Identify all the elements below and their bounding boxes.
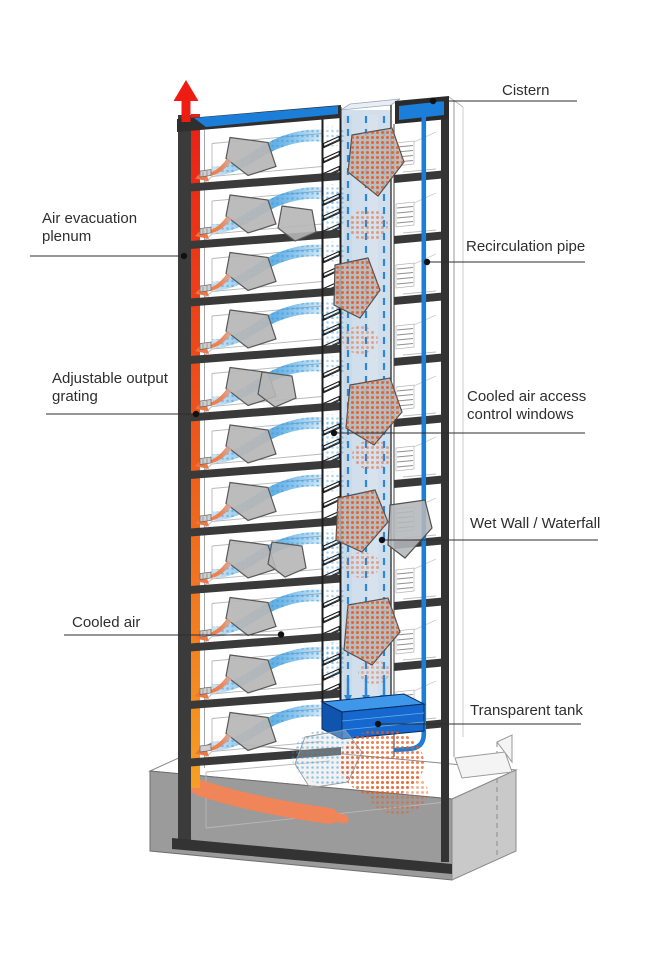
main-tower xyxy=(172,80,452,874)
bottom-slab xyxy=(172,838,452,874)
ground-spray-cloud xyxy=(292,729,428,814)
falling-water-polygons xyxy=(333,127,433,684)
label-cistern: Cistern xyxy=(502,82,550,99)
wet-wall-spray xyxy=(319,127,433,703)
air-evacuation-plenum xyxy=(191,114,200,788)
roof-water-tray xyxy=(177,105,341,132)
context-outlines xyxy=(448,96,513,779)
label-recirculation-pipe: Recirculation pipe xyxy=(466,238,586,255)
recirc-tower-right-wall xyxy=(441,99,449,862)
room-objects xyxy=(257,205,317,578)
label-cooled-air-access-control-windows: Cooled air access control windows xyxy=(467,388,587,424)
label-air-evacuation-plenum: Air evacuation plenum xyxy=(42,210,138,246)
leader-lines xyxy=(30,100,598,725)
label-transparent-tank: Transparent tank xyxy=(470,702,583,719)
main-tower-left-wall xyxy=(178,115,191,845)
label-wet-wall-waterfall: Wet Wall / Waterfall xyxy=(470,515,601,532)
hot-air-exhaust-arrow xyxy=(173,80,199,122)
label-adjustable-output-grating: Adjustable output grating xyxy=(52,370,168,406)
leader-dots xyxy=(180,97,437,728)
cistern-tank xyxy=(395,96,449,124)
label-cooled-air: Cooled air xyxy=(72,614,141,631)
